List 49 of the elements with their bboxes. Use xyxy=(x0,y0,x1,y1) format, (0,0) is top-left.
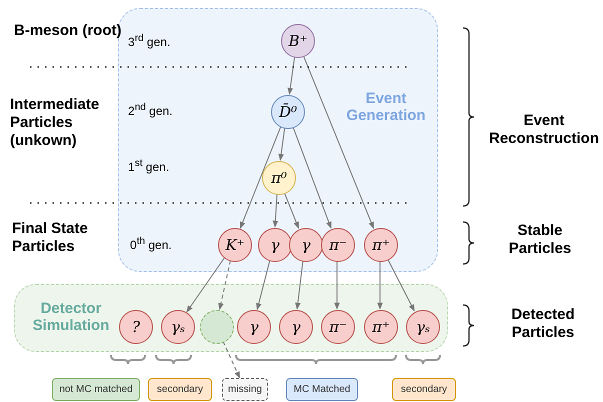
category-tag: secondary xyxy=(148,378,212,401)
particle-node: γₛ xyxy=(406,310,440,344)
group-panel xyxy=(14,284,448,352)
row-heading: B-meson (root) xyxy=(14,22,122,40)
particle-node: B⁺ xyxy=(281,24,315,58)
row-heading: Final State Particles xyxy=(12,220,89,256)
row-heading: Detected Particles xyxy=(510,306,576,342)
arrow xyxy=(284,192,300,229)
category-tag: not MC matched xyxy=(52,378,140,401)
generation-label: 3$^{rd}$ gen. xyxy=(128,33,172,50)
group-title: Detector Simulation xyxy=(32,301,110,334)
particle-node: π⁰ xyxy=(262,161,296,195)
arrow xyxy=(295,260,304,310)
particle-node: ? xyxy=(119,310,153,344)
particle-node: γ xyxy=(289,228,323,262)
category-tag: secondary xyxy=(392,378,456,401)
arrow xyxy=(377,260,383,310)
row-heading: Stable Particles xyxy=(508,222,572,258)
arrow xyxy=(256,260,270,310)
category-tag: MC Matched xyxy=(286,378,358,401)
arrow xyxy=(218,260,231,310)
particle-node: γ xyxy=(258,228,292,262)
particle-node: γ xyxy=(237,310,271,344)
generation-label: 2$^{nd}$ gen. xyxy=(128,102,174,118)
particle-node: γₛ xyxy=(161,310,195,344)
particle-node: π⁺ xyxy=(364,228,398,262)
arrow xyxy=(222,341,240,379)
generation-label: 0$^{th}$ gen. xyxy=(130,236,173,252)
empty-circle xyxy=(200,310,234,344)
arrow xyxy=(272,194,278,228)
group-title: Event Generation xyxy=(345,91,427,124)
particle-node: D̄⁰ xyxy=(271,95,305,129)
arrow xyxy=(302,55,374,229)
arrow xyxy=(292,126,332,229)
row-heading: Intermediate Particles (unkown) xyxy=(10,96,100,150)
particle-node: γ xyxy=(279,310,313,344)
row-heading: Event Reconstruction xyxy=(488,112,600,148)
arrow xyxy=(387,258,415,312)
arrow xyxy=(334,260,340,310)
arrow xyxy=(288,56,296,95)
category-tag: missing xyxy=(222,378,268,401)
particle-node: K⁺ xyxy=(218,228,252,262)
particle-node: π⁻ xyxy=(321,228,355,262)
particle-node: π⁻ xyxy=(321,310,355,344)
arrow xyxy=(186,258,225,313)
particle-node: π⁺ xyxy=(364,310,398,344)
arrow xyxy=(278,127,286,161)
generation-label: 1$^{st}$ gen. xyxy=(128,158,170,174)
arrow xyxy=(240,126,282,229)
